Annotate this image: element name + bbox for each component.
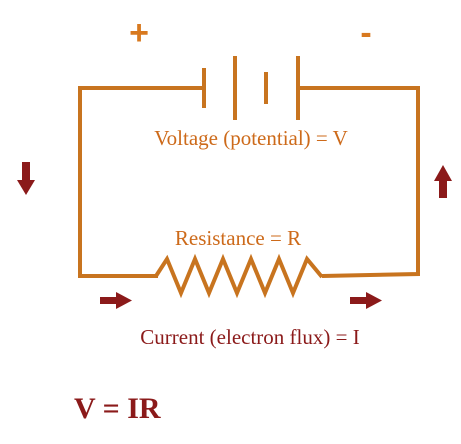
- arrow-down-icon: [17, 162, 35, 195]
- arrow-up-icon: [434, 165, 452, 198]
- battery-icon: [202, 56, 300, 120]
- negative-terminal-sign: -: [360, 14, 371, 52]
- arrow-right-icon: [100, 292, 132, 309]
- circuit-wire: [78, 86, 420, 278]
- positive-terminal-sign: +: [129, 14, 149, 52]
- arrow-right-icon: [350, 292, 382, 309]
- resistance-label: Resistance = R: [175, 226, 301, 250]
- voltage-label: Voltage (potential) = V: [154, 126, 348, 150]
- resistor-icon: [154, 253, 324, 299]
- current-label: Current (electron flux) = I: [140, 325, 359, 349]
- ohms-law-equation: V = IR: [74, 392, 161, 425]
